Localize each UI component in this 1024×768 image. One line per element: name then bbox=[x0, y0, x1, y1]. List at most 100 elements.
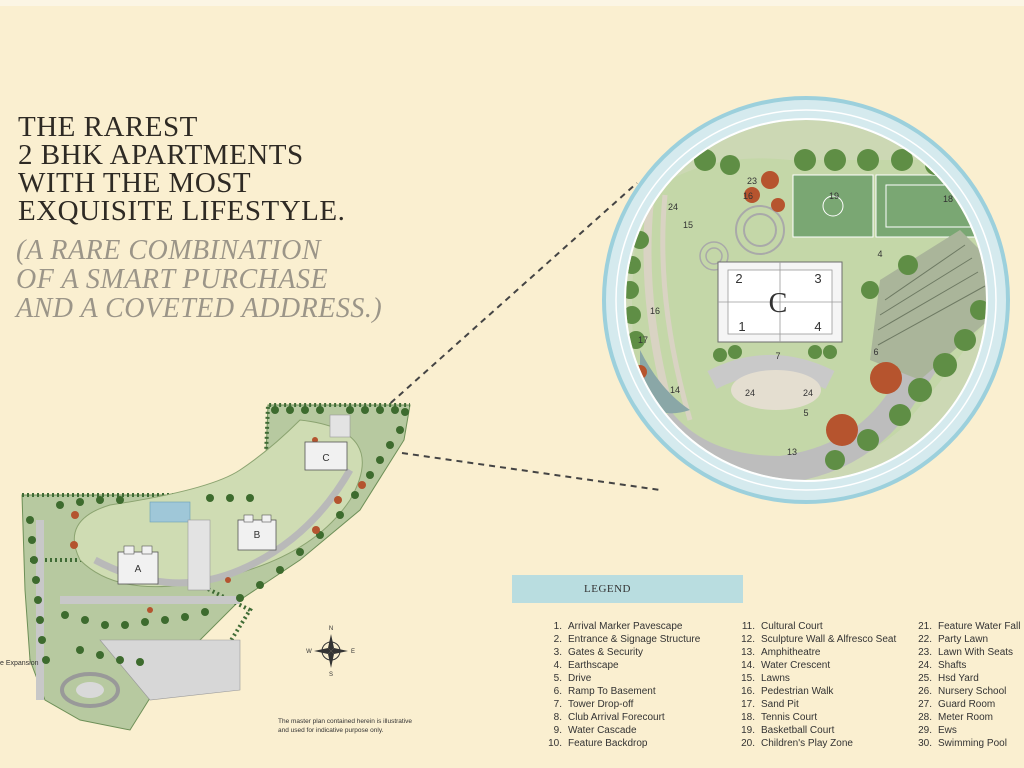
tower-c: C bbox=[304, 441, 348, 471]
legend-item-label: Guard Room bbox=[938, 699, 996, 710]
legend-item-label: Party Lawn bbox=[938, 634, 989, 645]
legend-item-number: 26. bbox=[918, 686, 932, 697]
legend-item-label: Amphitheatre bbox=[761, 647, 821, 658]
tower-a-label: A bbox=[135, 564, 142, 575]
legend-item: 1.Arrival Marker Pavescape bbox=[540, 620, 700, 633]
legend-item: 7. Tower Drop-off bbox=[540, 698, 700, 711]
legend-item: 23. Lawn With Seats bbox=[910, 646, 1020, 659]
compass-south: S bbox=[329, 672, 333, 678]
zoom-label: 24 bbox=[745, 388, 755, 398]
legend-item-label: Basketball Court bbox=[761, 725, 835, 736]
headline-line-4: EXQUISITE LIFESTYLE. bbox=[18, 195, 346, 227]
legend-item-number: 10. bbox=[548, 738, 562, 749]
legend-item-label: Lawn With Seats bbox=[938, 647, 1014, 658]
legend-item-label: Sculpture Wall & Alfresco Seat bbox=[761, 634, 897, 645]
legend-item-number: 25. bbox=[918, 673, 932, 684]
legend-item-label: Entrance & Signage Structure bbox=[568, 634, 701, 645]
legend-item-number: 21. bbox=[918, 621, 932, 632]
zoom-corner-3: 3 bbox=[814, 271, 821, 286]
legend-item-label: Drive bbox=[568, 673, 592, 684]
legend-item-number: 9. bbox=[553, 725, 562, 736]
zoom-label: 14 bbox=[670, 385, 680, 395]
legend-item-label: Swimming Pool bbox=[938, 738, 1007, 749]
legend-title: LEGEND bbox=[584, 583, 631, 595]
legend-item-label: Club Arrival Forecourt bbox=[568, 712, 665, 723]
legend-item: 21. Feature Water Fall bbox=[910, 620, 1020, 633]
legend-item-number: 24. bbox=[918, 660, 932, 671]
compass-west: W bbox=[306, 649, 312, 655]
legend-item-label: Hsd Yard bbox=[938, 673, 979, 684]
legend-item-number: 16. bbox=[741, 686, 755, 697]
legend-item-number: 30. bbox=[918, 738, 932, 749]
zoom-label: 7 bbox=[775, 351, 780, 361]
zoom-label: 13 bbox=[787, 447, 797, 457]
zoom-corner-1: 1 bbox=[738, 319, 745, 334]
disclaimer-line-1: The master plan contained herein is illu… bbox=[278, 718, 413, 725]
headline: THE RAREST 2 BHK APARTMENTS WITH THE MOS… bbox=[18, 111, 346, 227]
legend-item-label: Feature Water Fall bbox=[938, 621, 1021, 632]
zoom-label: 17 bbox=[638, 335, 648, 345]
disclaimer: The master plan contained herein is illu… bbox=[278, 717, 412, 735]
tagline: (A RARE COMBINATION OF A SMART PURCHASE … bbox=[16, 236, 382, 323]
legend-item: 4. Earthscape bbox=[540, 659, 700, 672]
expansion-note: e Expansion bbox=[0, 660, 39, 667]
tagline-line-1: (A RARE COMBINATION bbox=[16, 235, 322, 266]
zoom-connector-upper bbox=[365, 182, 638, 426]
legend-item-number: 7. bbox=[553, 699, 562, 710]
legend-item-number: 28. bbox=[918, 712, 932, 723]
legend-item-number: 23. bbox=[918, 647, 932, 658]
zoom-label: 18 bbox=[943, 194, 953, 204]
legend-item: 5.Drive bbox=[540, 672, 700, 685]
legend-item-label: Shafts bbox=[938, 660, 967, 671]
top-border bbox=[0, 0, 1024, 6]
legend-item-label: Lawns bbox=[761, 673, 790, 684]
legend-item: 15.Lawns bbox=[733, 672, 896, 685]
legend-item: 18.Tennis Court bbox=[733, 711, 896, 724]
legend-item-number: 4. bbox=[553, 660, 562, 671]
legend-item-number: 19. bbox=[741, 725, 755, 736]
legend-item-number: 13. bbox=[741, 647, 755, 658]
tower-b: B bbox=[237, 514, 277, 551]
legend-item-label: Earthscape bbox=[568, 660, 619, 671]
zoom-label: 23 bbox=[747, 176, 757, 186]
zoom-tower-c-label: C bbox=[769, 288, 788, 319]
headline-line-2: 2 BHK APARTMENTS bbox=[18, 139, 304, 171]
zoom-label: 19 bbox=[829, 191, 839, 201]
zoom-tower-c: C 2 3 1 4 bbox=[717, 261, 843, 343]
zoom-label: 4 bbox=[877, 249, 882, 259]
legend-item: 12.Sculpture Wall & Alfresco Seat bbox=[733, 633, 896, 646]
zoom-corner-2: 2 bbox=[735, 271, 742, 286]
headline-line-3: WITH THE MOST bbox=[18, 167, 252, 199]
legend-item: 8. Club Arrival Forecourt bbox=[540, 711, 700, 724]
legend-item-label: Water Crescent bbox=[761, 660, 831, 671]
legend-item-label: Sand Pit bbox=[761, 699, 799, 710]
legend-item: 25. Hsd Yard bbox=[910, 672, 1020, 685]
legend-item: 14.Water Crescent bbox=[733, 659, 896, 672]
compass-rose-icon: N S W E bbox=[306, 626, 355, 678]
tower-c-label: C bbox=[322, 453, 329, 464]
legend-item-number: 17. bbox=[741, 699, 755, 710]
legend-item: 28.Meter Room bbox=[910, 711, 1020, 724]
legend-item: 3.Gates & Security bbox=[540, 646, 700, 659]
legend-item-number: 27. bbox=[918, 699, 932, 710]
zoom-connector-lower bbox=[401, 452, 661, 491]
zoom-label: 24 bbox=[803, 388, 813, 398]
legend-item-number: 2. bbox=[553, 634, 562, 645]
legend-item: 19. Basketball Court bbox=[733, 724, 896, 737]
legend-item-label: Tennis Court bbox=[761, 712, 818, 723]
legend-item-number: 29. bbox=[918, 725, 932, 736]
headline-line-1: THE RAREST bbox=[18, 111, 198, 143]
zoom-label: 24 bbox=[668, 202, 678, 212]
legend-item-label: Tower Drop-off bbox=[568, 699, 634, 710]
legend-item: 11.Cultural Court bbox=[733, 620, 896, 633]
compass-east: E bbox=[351, 649, 355, 655]
legend-item: 27. Guard Room bbox=[910, 698, 1020, 711]
legend-item-label: Gates & Security bbox=[568, 647, 644, 658]
legend-item-number: 6. bbox=[553, 686, 562, 697]
legend-item-number: 8. bbox=[553, 712, 562, 723]
legend-item: 24. Shafts bbox=[910, 659, 1020, 672]
zoom-label: 15 bbox=[683, 220, 693, 230]
legend-item-label: Cultural Court bbox=[761, 621, 823, 632]
